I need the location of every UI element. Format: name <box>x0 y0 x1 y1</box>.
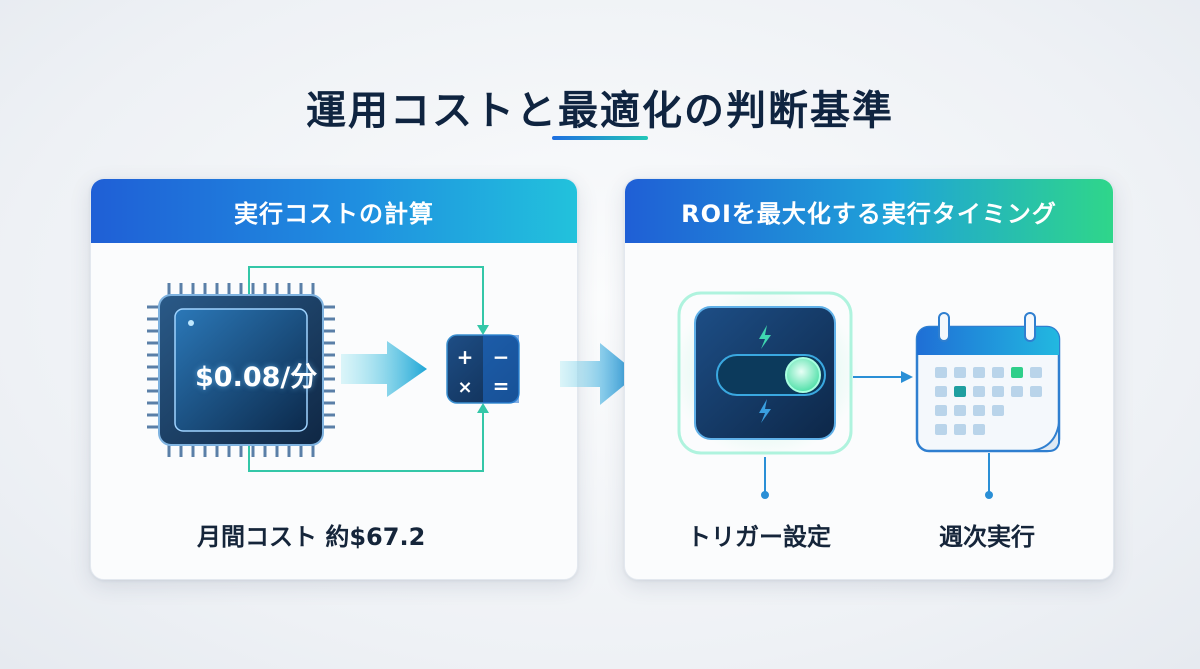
calendar-icon <box>915 312 1061 453</box>
title-underline <box>552 136 648 140</box>
cost-calculation-diagram: + − × = <box>147 266 520 472</box>
svg-text:+: + <box>457 345 474 369</box>
chip-to-calculator-arrow <box>341 341 427 397</box>
calculator-icon: + − × = <box>446 334 520 404</box>
page-title: 運用コストと最適化の判断基準 <box>306 88 894 134</box>
schedule-connector-dot <box>985 491 993 499</box>
svg-text:−: − <box>493 345 510 369</box>
roi-timing-diagram <box>671 287 1061 499</box>
roi-timing-panel: ROIを最大化する実行タイミング <box>624 178 1114 580</box>
trigger-connector-dot <box>761 491 769 499</box>
chip-core <box>174 308 308 432</box>
feedback-line-bottom <box>248 411 484 472</box>
weekly-run-label: 週次実行 <box>939 523 1035 551</box>
roi-timing-header: ROIを最大化する実行タイミング <box>625 179 1113 243</box>
arrow-right-icon <box>901 371 913 383</box>
arrow-up-icon <box>477 403 489 413</box>
cost-calculation-panel: 実行コストの計算 <box>90 178 578 580</box>
monthly-cost-label: 月間コスト 約$67.2 <box>197 523 426 551</box>
panel-transition-arrow <box>560 343 638 405</box>
toggle-switch-icon <box>694 306 836 440</box>
cost-calculation-header: 実行コストの計算 <box>91 179 577 243</box>
feedback-line-top <box>248 266 484 327</box>
chip-highlight <box>188 320 194 326</box>
chip-rate-label: $0.08/分 <box>195 362 318 393</box>
svg-text:×: × <box>457 377 472 398</box>
arrow-down-icon <box>477 325 489 335</box>
chip-pins <box>147 283 335 457</box>
toggle-frame <box>677 291 853 455</box>
trigger-setting-label: トリガー設定 <box>687 523 831 551</box>
svg-text:=: = <box>493 374 510 398</box>
